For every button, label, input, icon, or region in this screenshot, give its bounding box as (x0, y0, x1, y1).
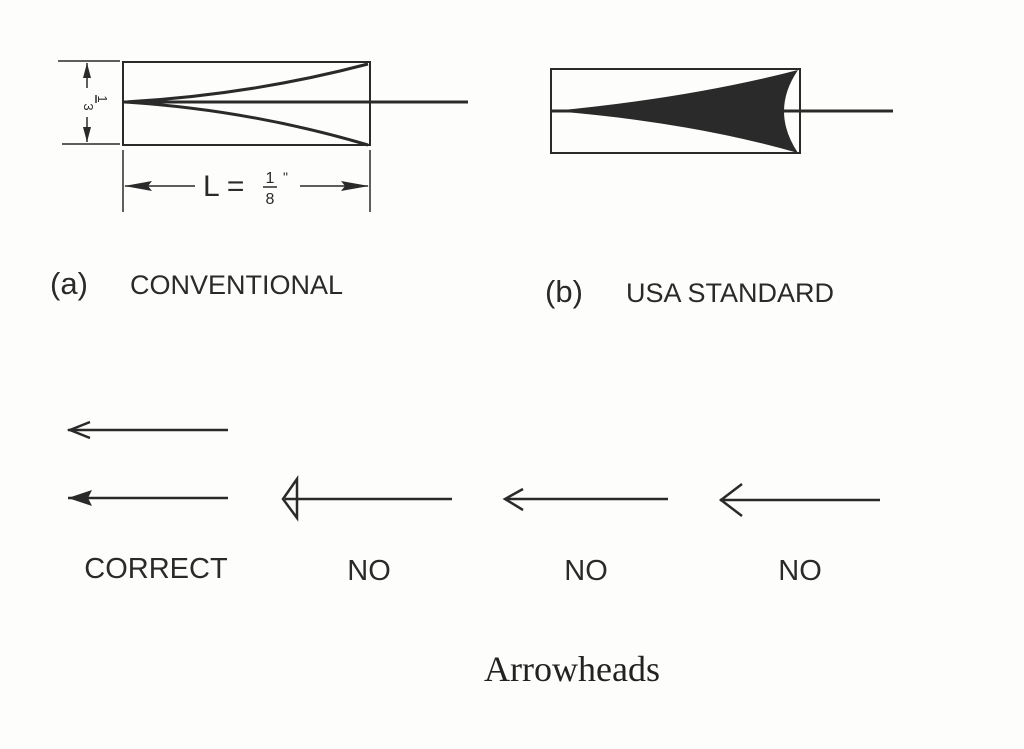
label-no: NO (778, 555, 822, 587)
arrowhead-examples: CORRECT NO NO NO (66, 420, 880, 587)
arrowhead-lower-curve (124, 100, 369, 147)
wrong-triangle-arrow (281, 475, 452, 522)
height-fraction-numerator: 1 (95, 95, 110, 102)
inch-mark: " (283, 169, 288, 185)
correct-open-arrow (66, 420, 228, 440)
length-dimension: L = 1 8 " (122, 150, 371, 212)
label-correct: CORRECT (84, 553, 228, 585)
height-dimension: 1 3 (58, 60, 120, 145)
wrong-wide-arrow (502, 487, 668, 512)
arrowhead-upper-curve (124, 62, 369, 104)
wrong-long-barb-arrow (718, 483, 880, 517)
figure-b-letter: (b) (545, 274, 583, 309)
label-no: NO (347, 555, 391, 587)
figure-b-label: USA STANDARD (626, 278, 834, 308)
usa-standard-arrowhead-figure: (b) USA STANDARD (545, 68, 893, 309)
length-fraction-denominator: 8 (266, 191, 275, 208)
figure-a-label: CONVENTIONAL (130, 270, 343, 300)
label-no: NO (564, 555, 608, 587)
correct-filled-arrow (68, 490, 228, 506)
figure-caption: Arrowheads (484, 649, 660, 689)
figure-a-letter: (a) (50, 266, 88, 301)
length-label: L = (203, 170, 244, 203)
height-fraction-denominator: 3 (81, 103, 96, 110)
filled-arrowhead (553, 70, 798, 153)
conventional-arrowhead-figure: 1 3 L = 1 8 " (a) CONVENTIONAL (50, 60, 468, 301)
length-fraction-numerator: 1 (266, 170, 275, 187)
